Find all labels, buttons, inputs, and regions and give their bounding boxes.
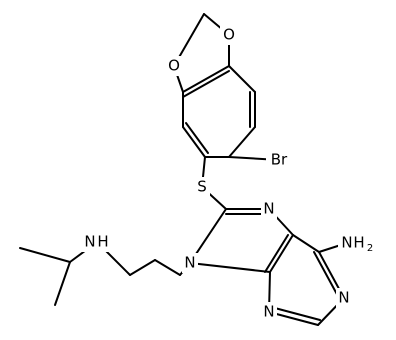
atom-labels: O O Br S N N H 2 N N N N H [81,25,378,322]
atom-nh2-subscript: 2 [367,243,373,254]
bond-cb-cc [129,259,156,276]
atom-s: S [197,178,207,196]
atom-nh2-n: N [341,234,352,252]
bond-c3a-c4 [228,65,256,93]
bond-ca-cb [154,259,181,276]
bond-c5p-c4p [269,234,294,273]
bond-double-c3a-c7a [182,70,230,98]
bond-c4p-n9 [189,262,271,273]
atom-n3: N [263,303,274,321]
bond-c3a-c7a [182,65,230,93]
bond-cd-me1 [19,247,71,263]
bond-n3-c2p [268,311,319,326]
atom-n7: N [263,200,274,218]
bond-cd-me2 [54,261,71,306]
bond-c1-c7 [182,126,206,158]
bond-c5-c6 [228,126,256,158]
bond-double-c1-c7 [185,122,209,154]
atom-br: Br [271,151,288,169]
atom-o-top: O [223,26,235,44]
bond-double-n3-c2 [270,306,321,321]
atom-nh-h: H [97,233,108,251]
atom-nh2-h: H [353,234,364,252]
bond-lines [19,13,348,326]
bond-double-c6-n1 [313,251,340,299]
bond-double-c5-c4 [264,234,289,273]
bond-c5p-c6p [292,234,320,253]
atom-o-left: O [168,57,180,75]
atom-n1: N [338,289,349,307]
atom-n9: N [184,254,195,272]
atom-nh-n: N [84,233,95,251]
